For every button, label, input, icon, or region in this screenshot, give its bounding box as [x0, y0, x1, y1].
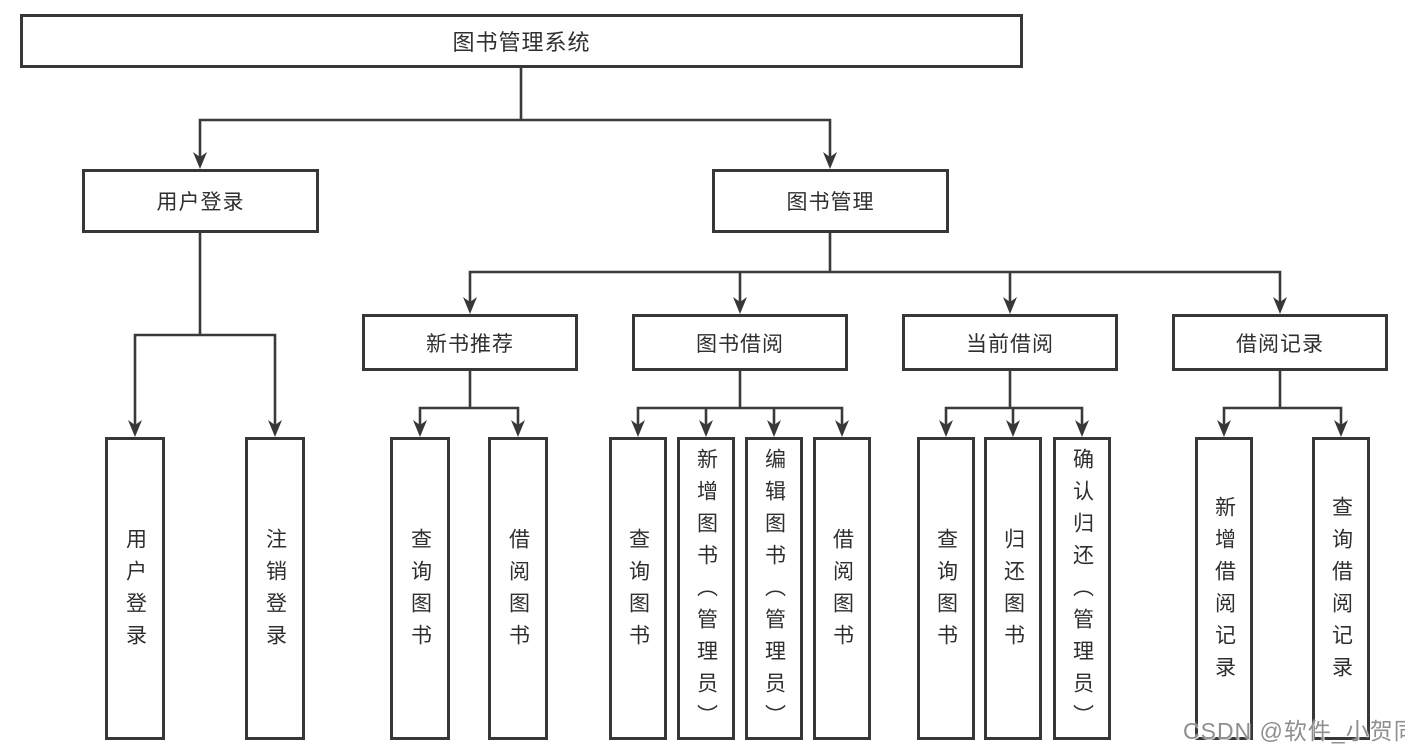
leaf-add-borrow-record: 新增借阅记录: [1195, 437, 1253, 740]
node-user-login: 用户登录: [82, 169, 319, 233]
leaf-user-login: 用户登录: [105, 437, 165, 740]
leaf-query-borrow-record: 查询借阅记录: [1312, 437, 1370, 740]
leaf-add-book-admin: 新增图书（管理员）: [677, 437, 735, 740]
node-new-book-recommend: 新书推荐: [362, 314, 578, 371]
node-root-system: 图书管理系统: [20, 14, 1023, 68]
node-borrow-records: 借阅记录: [1172, 314, 1388, 371]
leaf-confirm-return-admin: 确认归还（管理员）: [1053, 437, 1111, 740]
leaf-logout: 注销登录: [245, 437, 305, 740]
leaf-return-books: 归还图书: [984, 437, 1042, 740]
leaf-query-books-recommend: 查询图书: [390, 437, 450, 740]
leaf-edit-book-admin: 编辑图书（管理员）: [745, 437, 803, 740]
leaf-query-books-current: 查询图书: [917, 437, 975, 740]
csdn-watermark: CSDN @软件_小贺同学: [1183, 718, 1405, 744]
node-book-management: 图书管理: [712, 169, 949, 233]
leaf-query-books-borrow: 查询图书: [609, 437, 667, 740]
leaf-borrow-books: 借阅图书: [813, 437, 871, 740]
node-current-borrow: 当前借阅: [902, 314, 1118, 371]
node-book-borrow: 图书借阅: [632, 314, 848, 371]
leaf-borrow-books-recommend: 借阅图书: [488, 437, 548, 740]
